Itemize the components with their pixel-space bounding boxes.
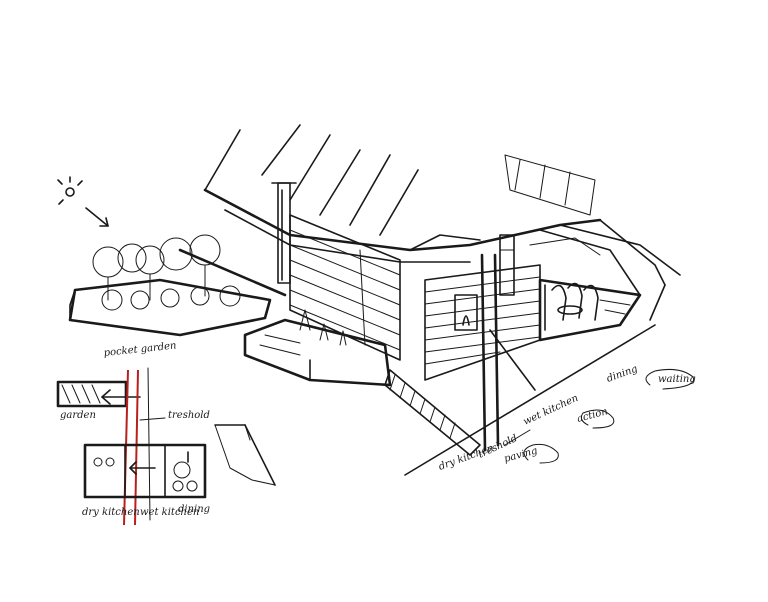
label-dining-plan: dining bbox=[178, 504, 210, 515]
pocket-garden bbox=[68, 234, 287, 337]
label-waiting: waiting bbox=[658, 374, 696, 385]
label-treshold-left: treshold bbox=[168, 410, 210, 421]
label-action: action bbox=[576, 406, 609, 425]
callouts bbox=[139, 369, 695, 464]
sun-icon bbox=[57, 176, 83, 205]
roof bbox=[203, 124, 681, 286]
stairs bbox=[384, 253, 666, 476]
label-paving: paving bbox=[503, 445, 539, 464]
dining-deck bbox=[529, 229, 642, 342]
slat-wall bbox=[289, 214, 401, 361]
label-garden: garden bbox=[60, 410, 96, 421]
direction-arrow-icon bbox=[85, 207, 109, 227]
label-wet-kitchen: wet kitchen bbox=[522, 393, 580, 428]
left-arrow-icon bbox=[101, 389, 141, 405]
label-dry-kitchen-plan: dry kitchen bbox=[82, 507, 140, 518]
label-wet-kitchen-plan: wet kitchen bbox=[140, 507, 199, 518]
central-deck bbox=[243, 309, 392, 387]
garden-arrow-diagram bbox=[56, 380, 128, 408]
axis-lines bbox=[123, 367, 151, 526]
floor-plan bbox=[83, 443, 207, 499]
label-pocket-garden: pocket garden bbox=[103, 340, 177, 359]
label-dining: dining bbox=[605, 364, 639, 385]
section-sketch bbox=[214, 424, 276, 486]
